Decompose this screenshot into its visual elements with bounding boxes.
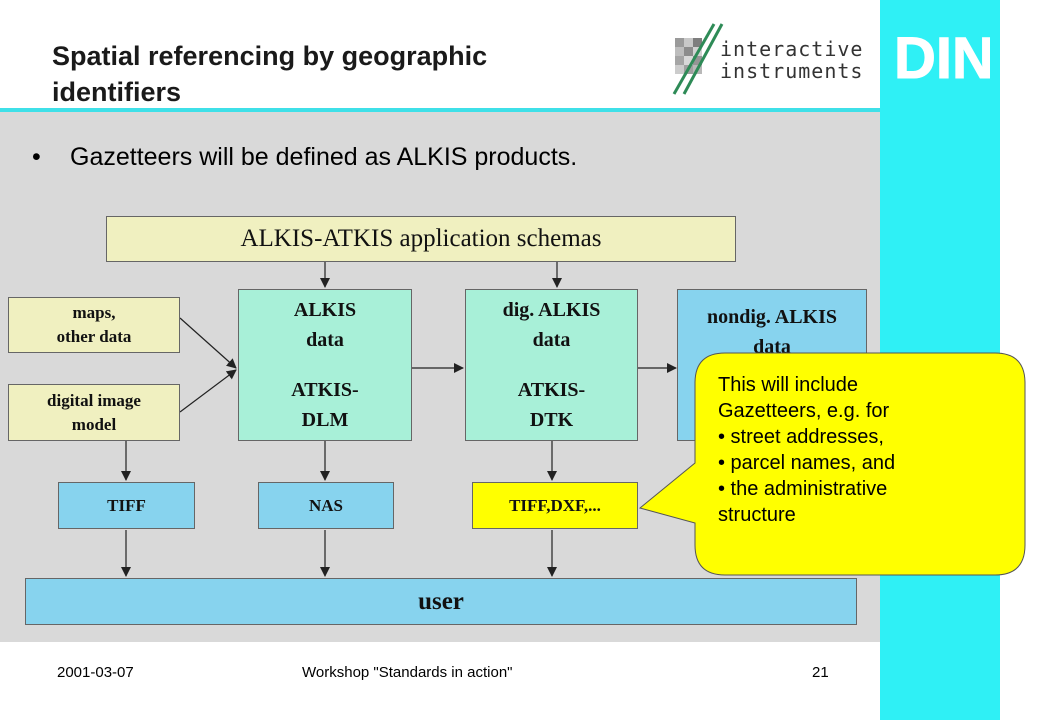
- tiff-dxf-label: TIFF,DXF,...: [509, 495, 601, 515]
- dig-alkis-data-box: dig. ALKIS data ATKIS- DTK: [465, 289, 638, 441]
- dig-label-4: DTK: [529, 409, 574, 431]
- bullet-text: Gazetteers will be defined as ALKIS prod…: [70, 143, 578, 171]
- image-label-2: model: [71, 414, 117, 434]
- footer-page-number: 21: [812, 664, 829, 681]
- alkis-label-2: data: [306, 329, 344, 351]
- dig-label-2: data: [532, 329, 571, 351]
- footer-date: 2001-03-07: [57, 664, 134, 681]
- callout-line-3: • street addresses,: [718, 426, 884, 448]
- svg-text:instruments: instruments: [720, 59, 863, 83]
- nondig-label-1: nondig. ALKIS: [706, 306, 838, 328]
- alkis-label-3: ATKIS-: [291, 379, 359, 401]
- nas-label: NAS: [308, 495, 343, 515]
- maps-label-1: maps,: [72, 303, 116, 322]
- nas-box: NAS: [258, 482, 394, 529]
- bullet-dot: •: [32, 143, 41, 171]
- image-label-1: digital image: [47, 390, 141, 410]
- digital-image-model-box: digital image model: [8, 384, 180, 441]
- page-title: Spatial referencing by geographic identi…: [52, 41, 488, 107]
- header-background: [0, 0, 880, 110]
- footer-workshop: Workshop "Standards in action": [302, 664, 513, 681]
- dig-label-3: ATKIS-: [517, 379, 586, 401]
- header-divider: [0, 108, 880, 112]
- alkis-label-1: ALKIS: [293, 299, 357, 321]
- svg-text:interactive: interactive: [720, 37, 863, 61]
- maps-other-data-box: maps, other data: [8, 297, 180, 353]
- application-schemas-box: ALKIS-ATKIS application schemas: [106, 216, 736, 262]
- alkis-data-box: ALKIS data ATKIS- DLM: [238, 289, 412, 441]
- din-logo: DIN: [890, 22, 995, 97]
- interactive-instruments-logo: interactive instruments: [670, 22, 870, 107]
- arrow-maps-to-alkis: [179, 317, 237, 369]
- interactive-instruments-logo-mark: interactive instruments: [672, 23, 863, 95]
- din-logo-mark: DIN: [894, 26, 995, 92]
- callout-text: This will include Gazetteers, e.g. for •…: [718, 372, 1008, 528]
- alkis-label-4: DLM: [301, 409, 349, 431]
- callout-line-5: • the administrative: [718, 478, 888, 500]
- user-label: user: [418, 587, 464, 615]
- user-box: user: [25, 578, 857, 625]
- tiff-box: TIFF: [58, 482, 195, 529]
- dig-label-1: dig. ALKIS: [502, 299, 601, 321]
- diagram-connectors: [121, 262, 677, 577]
- callout-line-2: Gazetteers, e.g. for: [718, 400, 890, 422]
- maps-label-2: other data: [56, 327, 132, 346]
- callout-line-4: • parcel names, and: [718, 452, 896, 474]
- svg-text:DIN: DIN: [894, 26, 990, 91]
- application-schemas-label: ALKIS-ATKIS application schemas: [240, 225, 602, 252]
- tiff-dxf-box: TIFF,DXF,...: [472, 482, 638, 529]
- callout-line-6: structure: [718, 504, 796, 526]
- tiff-label: TIFF: [107, 495, 146, 515]
- callout-line-1: This will include: [718, 374, 859, 396]
- arrow-image-to-alkis: [179, 369, 237, 413]
- callout-bubble: [638, 352, 1026, 576]
